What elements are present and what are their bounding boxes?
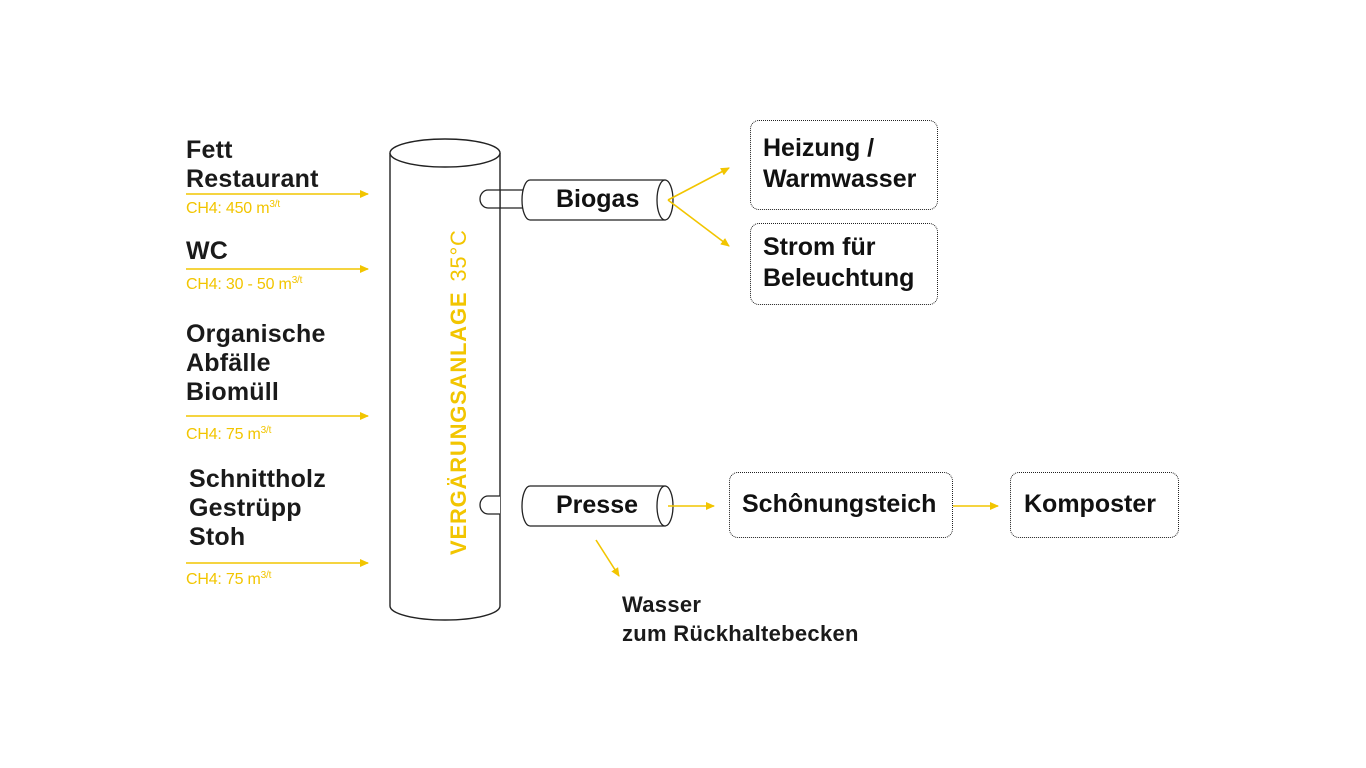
- composter-label: Komposter: [1024, 490, 1156, 518]
- biogas-label: Biogas: [556, 185, 640, 213]
- arrow-presse-water: [595, 539, 620, 577]
- ch4-yield-organic: CH4: 75 m3/t: [186, 425, 272, 443]
- digester-label: VERGÄRUNGSANLAGE 35°C: [446, 229, 472, 555]
- power-box: Strom für Beleuchtung: [750, 223, 938, 305]
- digester-cylinder: [389, 138, 501, 621]
- presse-label: Presse: [556, 491, 639, 519]
- digester-name: VERGÄRUNGSANLAGE: [446, 291, 471, 555]
- input-label-line: Stoh: [189, 523, 246, 551]
- input-label-line: Biomüll: [186, 378, 280, 406]
- arrow-biogas-heating: [667, 167, 730, 201]
- input-label-line: Restaurant: [186, 165, 319, 193]
- input-label-line: Gestrüpp: [189, 494, 302, 522]
- input-label-line: Abfälle: [186, 349, 271, 377]
- ch4-yield-wc: CH4: 30 - 50 m3/t: [186, 275, 303, 293]
- input-label-wood: Schnittholz Gestrüpp Stoh: [189, 465, 326, 552]
- input-label-wc: WC: [186, 237, 228, 266]
- ch4-yield-wood: CH4: 75 m3/t: [186, 570, 272, 588]
- biogas-pipe: [479, 179, 674, 221]
- heating-line: Warmwasser: [763, 165, 917, 193]
- power-line: Beleuchtung: [763, 264, 915, 292]
- input-label-organic: Organische Abfälle Biomüll: [186, 320, 326, 407]
- digester-temperature: 35°C: [446, 229, 471, 282]
- power-line: Strom für: [763, 233, 876, 261]
- arrow-biogas-power: [667, 199, 730, 247]
- presse-pipe: [479, 485, 674, 527]
- pond-label: Schônungsteich: [742, 490, 937, 518]
- water-label: Wasser zum Rückhaltebecken: [622, 590, 859, 648]
- heating-line: Heizung /: [763, 134, 875, 162]
- ch4-yield-fett: CH4: 450 m3/t: [186, 199, 280, 217]
- input-label-line: Schnittholz: [189, 465, 326, 493]
- input-label-line: Fett: [186, 136, 233, 164]
- heating-box: Heizung / Warmwasser: [750, 120, 938, 210]
- water-line: zum Rückhaltebecken: [622, 621, 859, 646]
- pond-box: Schônungsteich: [729, 472, 953, 538]
- input-label-line: WC: [186, 237, 229, 265]
- input-label-fett: Fett Restaurant: [186, 136, 319, 194]
- input-label-line: Organische: [186, 320, 326, 348]
- water-line: Wasser: [622, 592, 702, 617]
- composter-box: Komposter: [1010, 472, 1179, 538]
